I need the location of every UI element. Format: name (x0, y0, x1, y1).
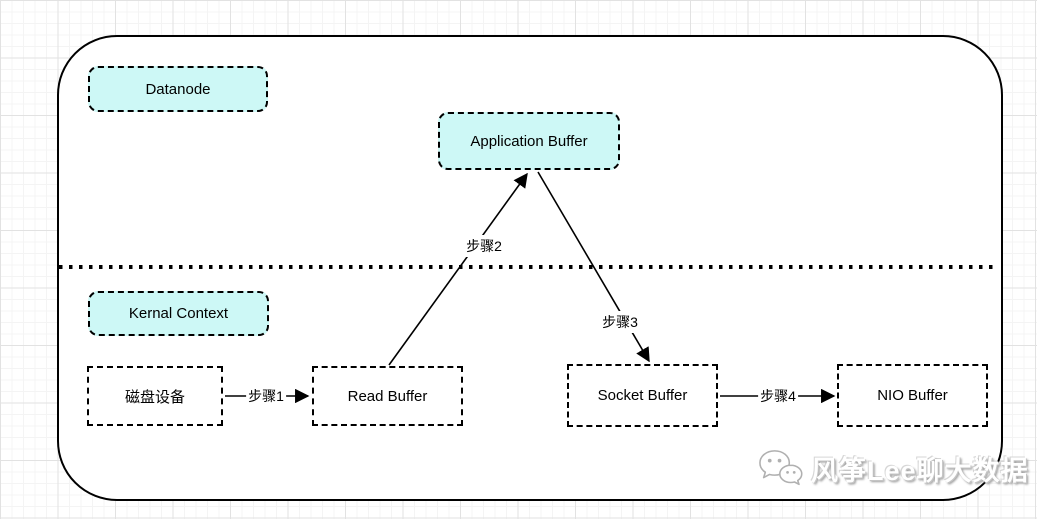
node-nio-buffer: NIO Buffer (837, 364, 988, 427)
wechat-icon (757, 447, 804, 489)
node-read-buffer: Read Buffer (312, 366, 463, 426)
node-socket-buffer: Socket Buffer (567, 364, 718, 427)
edge-step4-label: 步骤4 (758, 385, 798, 407)
user-kernel-separator-line (59, 265, 995, 269)
node-application-buffer: Application Buffer (438, 112, 620, 170)
node-kernal-context: Kernal Context (88, 291, 269, 336)
watermark: 风筝Lee聊大数据 (757, 447, 1029, 489)
node-datanode: Datanode (88, 66, 268, 112)
node-disk-device: 磁盘设备 (87, 366, 223, 426)
edge-step1-label: 步骤1 (246, 385, 286, 407)
watermark-text: 风筝Lee聊大数据 (811, 455, 1029, 486)
edge-step3-label: 步骤3 (600, 311, 640, 333)
edge-step2-label: 步骤2 (464, 235, 504, 257)
